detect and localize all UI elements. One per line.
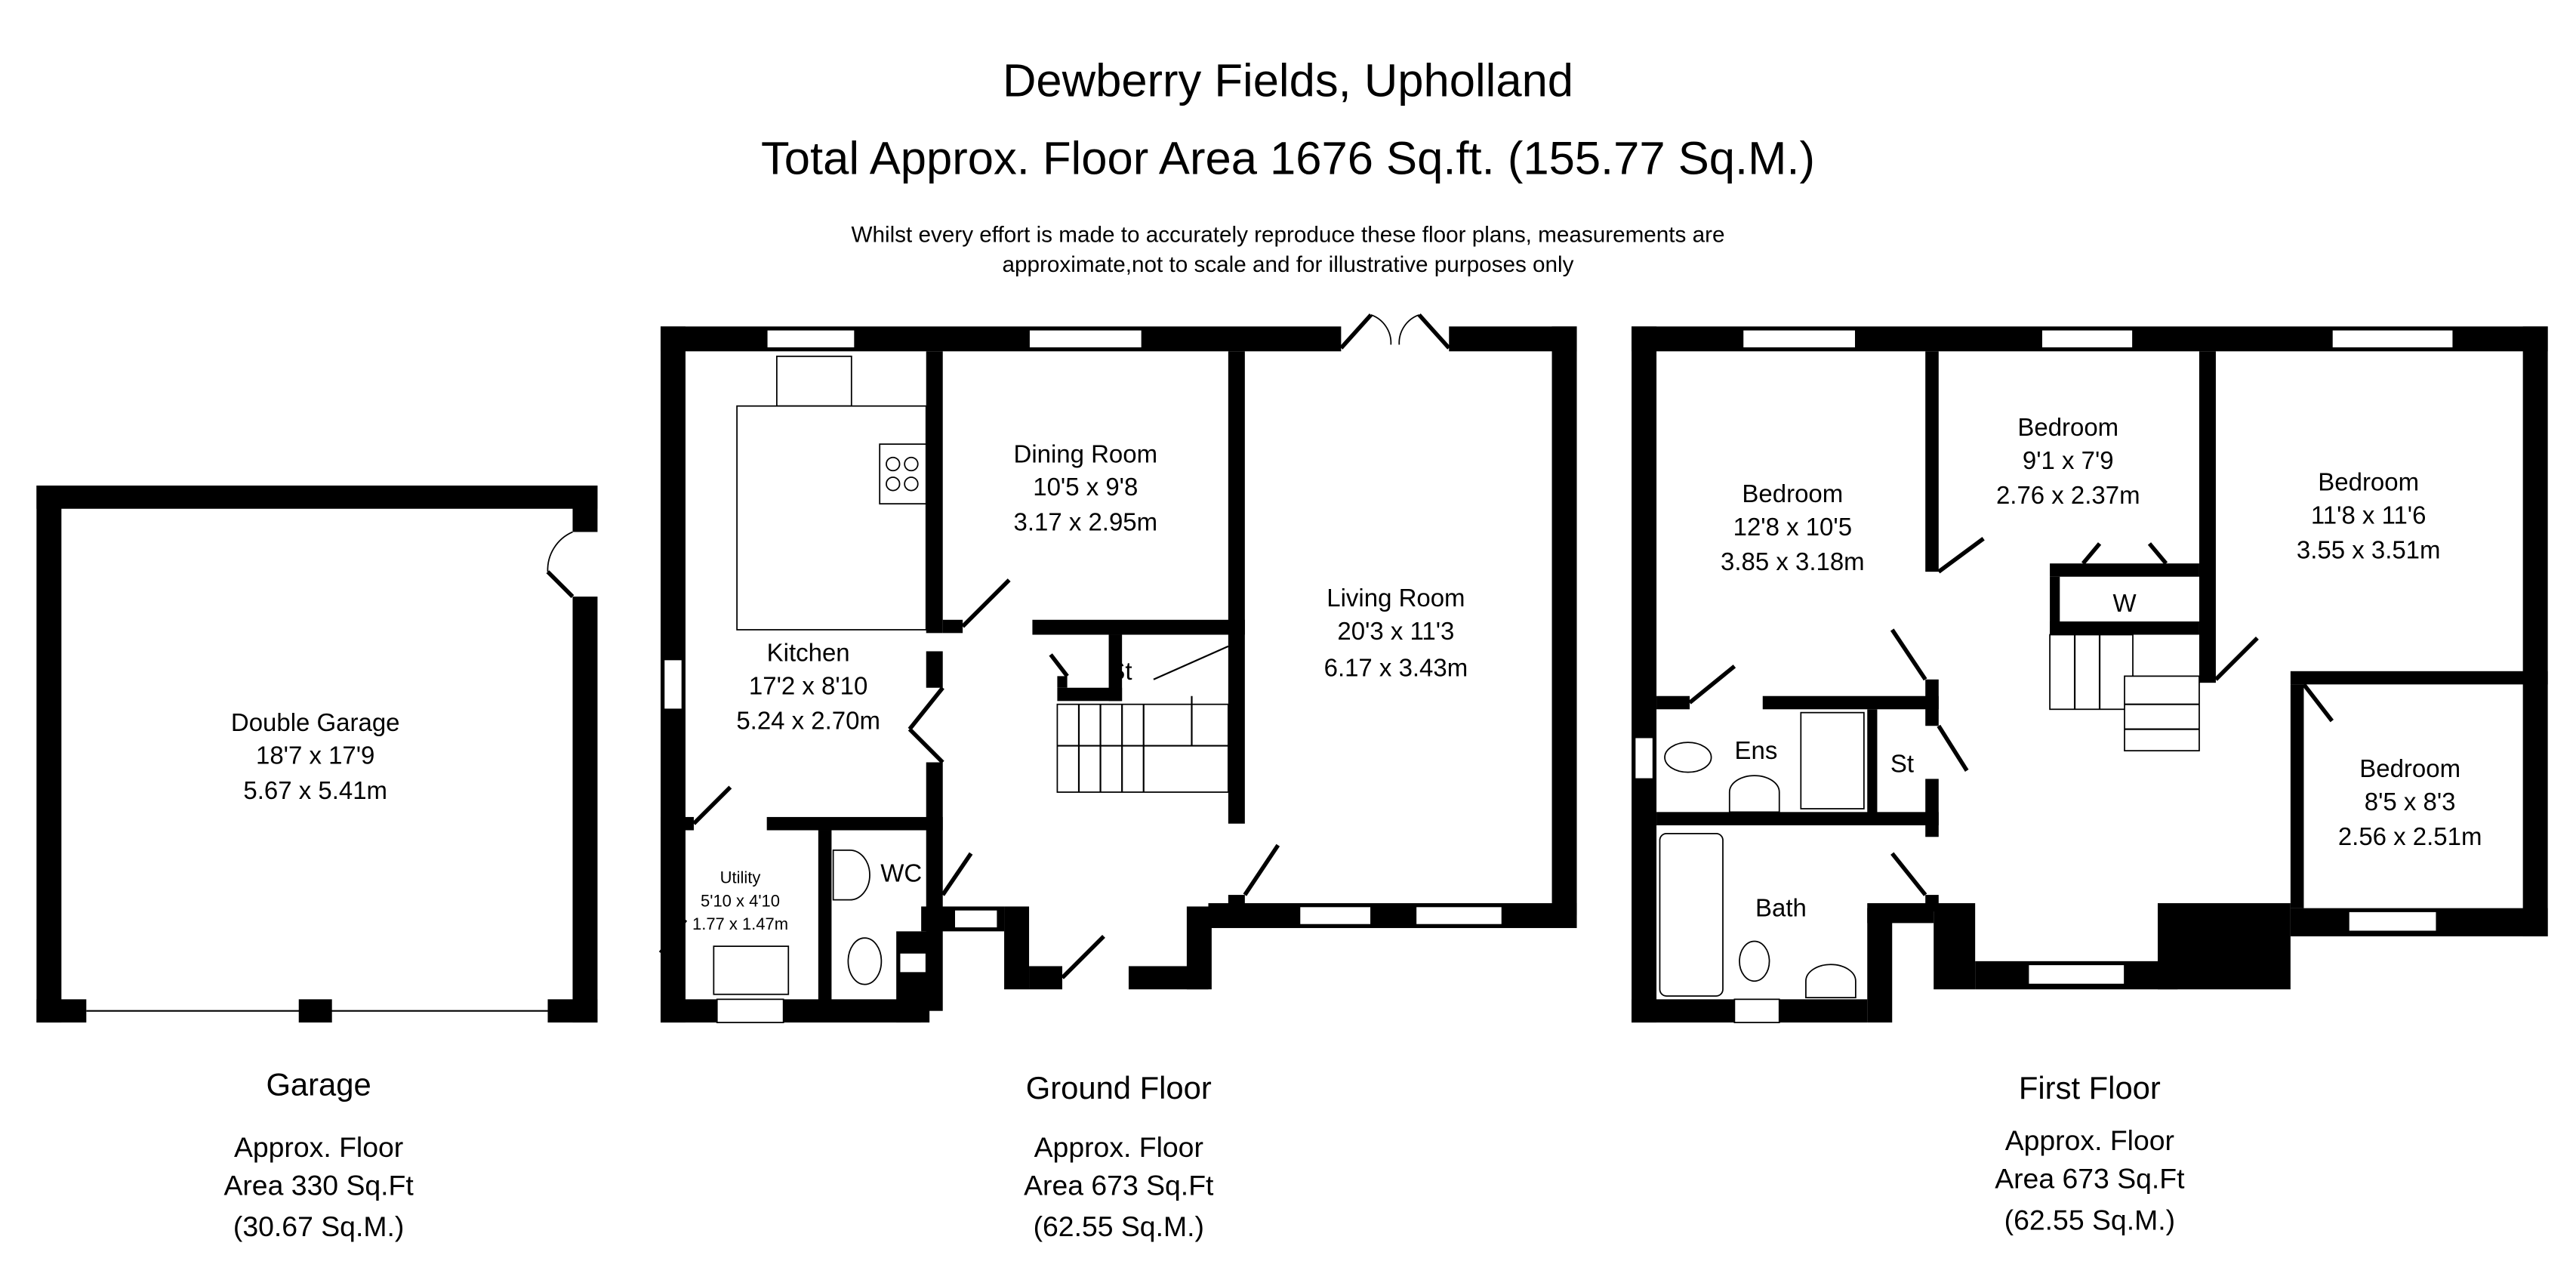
plan-title: Dewberry Fields, Upholland <box>1003 54 1573 106</box>
room-name: Double Garage <box>231 708 400 736</box>
ground-floor-area-2: Area 673 Sq.Ft <box>1024 1169 1214 1201</box>
ground-floor-label: Ground Floor <box>1026 1070 1212 1106</box>
garage-plan <box>36 486 598 1023</box>
room-name: Kitchen <box>767 639 850 667</box>
first-floor-area-3: (62.55 Sq.M.) <box>2004 1204 2175 1235</box>
room-imperial: 20'3 x 11'3 <box>1337 617 1454 645</box>
room-imperial: 12'8 x 10'5 <box>1733 513 1852 541</box>
ground-floor-area-3: (62.55 Sq.M.) <box>1034 1210 1204 1242</box>
room-name: Living Room <box>1327 584 1465 612</box>
room-imperial: 18'7 x 17'9 <box>256 742 374 769</box>
room-name: Bedroom <box>2318 468 2419 496</box>
room-name: Utility <box>720 868 761 887</box>
room-name: Bedroom <box>2017 413 2118 441</box>
first-floor-label: First Floor <box>2019 1070 2161 1106</box>
garage-area-3: (30.67 Sq.M.) <box>233 1210 404 1242</box>
room-imperial: 8'5 x 8'3 <box>2365 788 2456 816</box>
room-name: WC <box>880 859 922 887</box>
room-metric: 5.67 x 5.41m <box>243 776 387 804</box>
garage-area-2: Area 330 Sq.Ft <box>223 1169 414 1201</box>
room-name: Dining Room <box>1014 439 1158 467</box>
garage-area-1: Approx. Floor <box>234 1131 403 1163</box>
first-floor-area-2: Area 673 Sq.Ft <box>1995 1163 2185 1195</box>
disclaimer-line-1: Whilst every effort is made to accuratel… <box>851 222 1724 247</box>
first-floor-plan <box>1632 326 2548 1023</box>
room-metric: 3.17 x 2.95m <box>1013 507 1157 535</box>
ground-floor-plan <box>658 313 1577 1023</box>
room-metric: 2.56 x 2.51m <box>2338 822 2482 850</box>
first-floor-area-1: Approx. Floor <box>2005 1124 2174 1156</box>
room-imperial: 17'2 x 8'10 <box>749 672 867 700</box>
room-metric: 3.85 x 3.18m <box>1721 547 1865 575</box>
room-name: St <box>1890 750 1914 778</box>
room-imperial: 5'10 x 4'10 <box>701 891 780 910</box>
room-name: St <box>1108 657 1132 685</box>
room-name: Bath <box>1755 894 1807 922</box>
room-name: Bedroom <box>1742 480 1843 507</box>
room-imperial: 10'5 x 9'8 <box>1033 473 1138 501</box>
french-doors <box>1339 313 1451 350</box>
ground-floor-labels: Kitchen 17'2 x 8'10 5.24 x 2.70m Dining … <box>692 439 1468 933</box>
room-metric: 5.24 x 2.70m <box>736 707 880 735</box>
ground-floor-area-1: Approx. Floor <box>1034 1131 1203 1163</box>
room-name: W <box>2112 589 2136 617</box>
first-floor-labels: Bedroom 12'8 x 10'5 3.85 x 3.18m Bedroom… <box>1721 413 2482 921</box>
room-imperial: 9'1 x 7'9 <box>2023 446 2114 474</box>
garage-label: Garage <box>266 1067 371 1103</box>
room-imperial: 11'8 x 11'6 <box>2311 501 2427 529</box>
room-metric: 2.76 x 2.37m <box>1996 481 2140 509</box>
room-metric: 3.55 x 3.51m <box>2297 536 2441 564</box>
disclaimer-line-2: approximate,not to scale and for illustr… <box>1003 252 1574 277</box>
garage-side-door <box>546 570 575 598</box>
room-metric: 6.17 x 3.43m <box>1324 653 1468 681</box>
room-name: Bedroom <box>2359 754 2460 782</box>
total-area: Total Approx. Floor Area 1676 Sq.ft. (15… <box>761 132 1815 184</box>
room-name: Ens <box>1735 736 1778 764</box>
room-metric: 1.77 x 1.47m <box>692 914 788 933</box>
